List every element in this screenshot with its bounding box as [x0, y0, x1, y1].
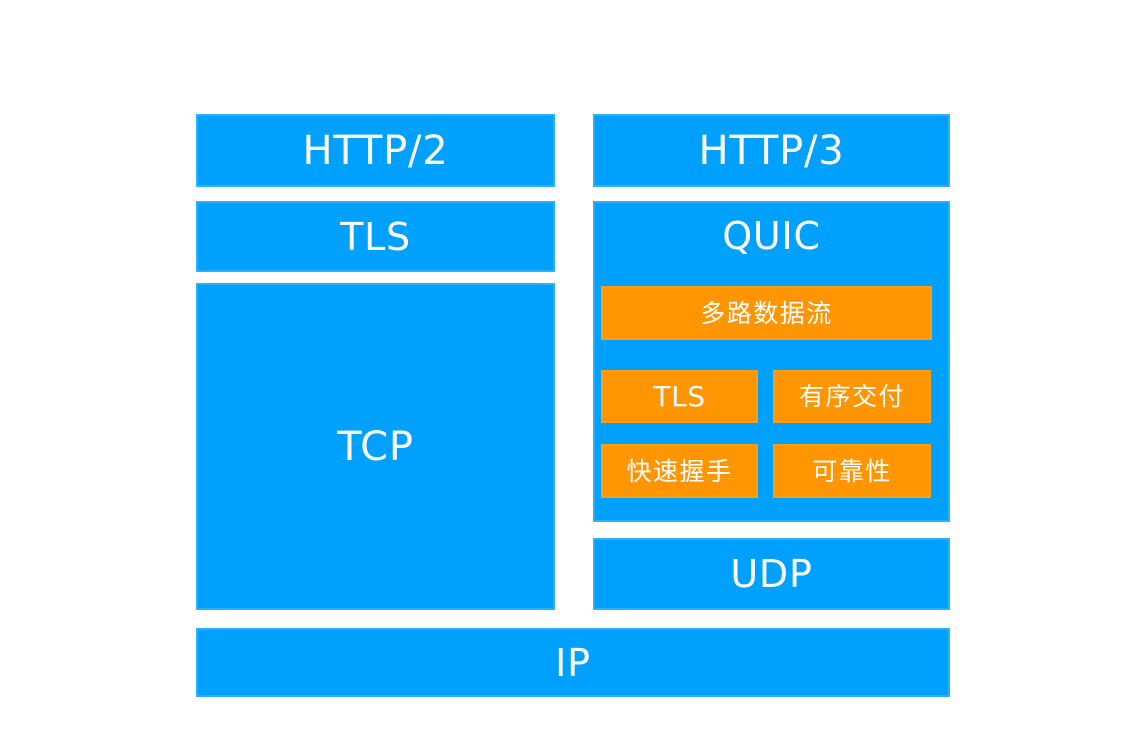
quic-feature-tls: TLS: [601, 370, 758, 423]
quic-feature-fast-handshake: 快速握手: [601, 444, 758, 498]
quic-feature-reliability: 可靠性: [773, 444, 931, 498]
layer-box-http2: HTTP/2: [196, 114, 555, 187]
layer-box-ip: IP: [196, 628, 950, 697]
quic-feature-ordered-delivery: 有序交付: [773, 370, 931, 423]
layer-box-udp: UDP: [593, 538, 950, 610]
layer-box-tcp: TCP: [196, 283, 555, 610]
quic-feature-multiplex: 多路数据流: [601, 286, 932, 340]
layer-box-http3: HTTP/3: [593, 114, 950, 187]
layer-box-tls: TLS: [196, 201, 555, 272]
